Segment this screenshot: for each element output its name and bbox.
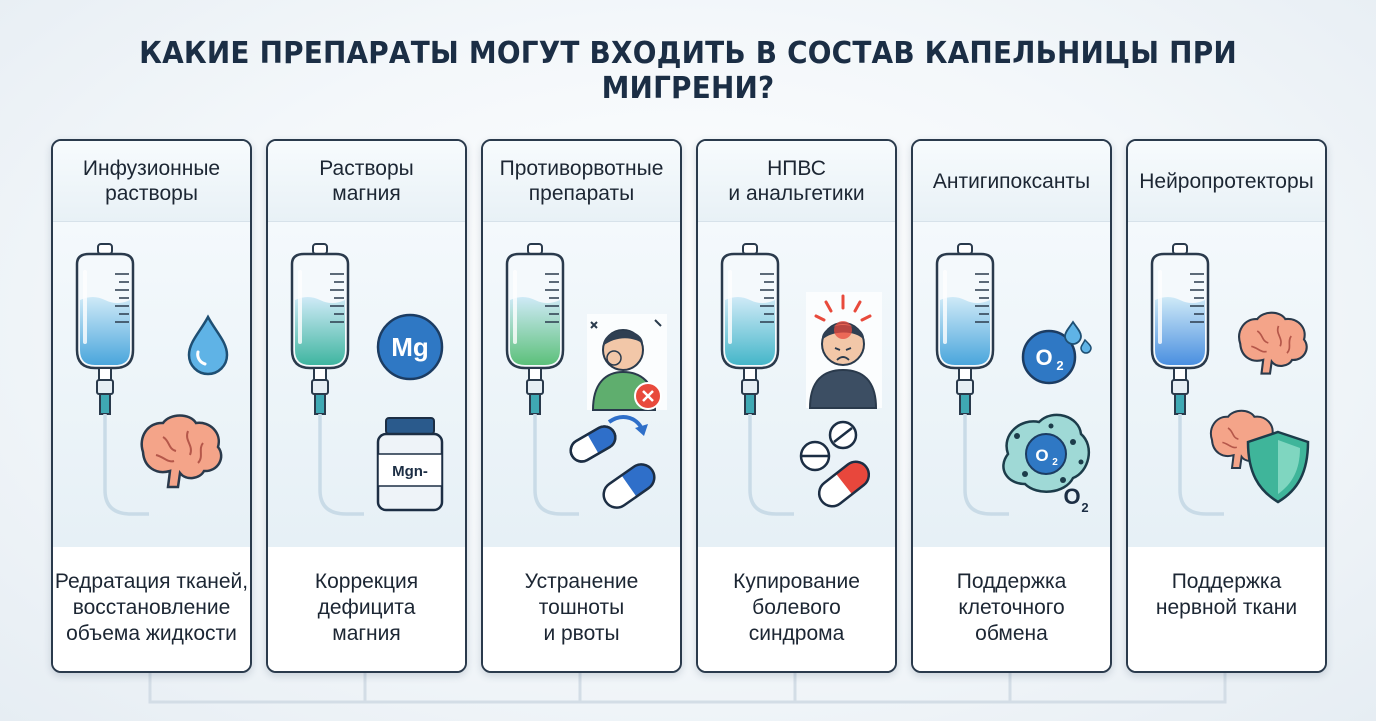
capsules-icon [569,415,656,509]
magnesium-symbol: Mg [391,332,429,362]
card-antiemetic-drugs: Противорвотные препараты [481,139,682,673]
pill-bottle-icon: Mgn- [376,417,444,512]
oxygen-label-subscript: 2 [1081,500,1088,515]
iv-bag-icon [1150,243,1224,516]
brain-icon [1238,311,1308,375]
headache-person-icon [806,292,882,409]
card-heading: Растворы магния [268,141,465,222]
iv-bag-icon [75,243,149,516]
pills-icon [799,420,871,508]
card-illustration: Mg Mgn- [268,222,465,547]
iv-bag-icon [720,243,794,516]
card-description: Поддержка нервной ткани [1128,548,1325,671]
brain-icon [140,414,223,489]
card-description: Устранение тошноты и рвоты [483,548,680,671]
cell-oxygen-symbol: O [1035,446,1048,465]
bottle-label: Mgn- [392,463,428,480]
oxygen-subscript: 2 [1056,358,1063,373]
card-description: Купирование болевого синдрома [698,548,895,671]
card-illustration [483,222,680,547]
card-heading: НПВС и анальгетики [698,141,895,222]
cell-oxygen-subscript: 2 [1052,457,1058,468]
card-antihypoxants: Антигипоксанты O 2 O 2 O 2 Поддержка кле… [911,139,1112,673]
card-description: Редратация тканей, восстановление объема… [53,548,250,671]
card-magnesium-solutions: Растворы магния Mg Mgn- Коррекция дефици… [266,139,467,673]
page-title: КАКИЕ ПРЕПАРАТЫ МОГУТ ВХОДИТЬ В СОСТАВ К… [139,36,1237,106]
oxygen-label: O [1063,484,1080,509]
card-heading: Антигипоксанты [913,141,1110,222]
iv-bag-icon [935,243,1009,516]
card-illustration [53,222,250,547]
brain-shield-icon [1210,409,1310,504]
oxygen-icon: O 2 [1021,320,1092,385]
card-illustration: O 2 O 2 O 2 [913,222,1110,547]
card-heading: Нейропротекторы [1128,141,1325,222]
card-nsaids-analgesics: НПВС и анальгетики Купирование болевого … [696,139,897,673]
oxygen-symbol: O [1035,345,1052,370]
card-infusion-solutions: Инфузионные растворы Редратация тканей, … [51,139,252,673]
card-description: Поддержка клеточного обмена [913,548,1110,671]
nausea-person-icon [587,314,667,411]
card-illustration [698,222,895,547]
card-illustration [1128,222,1325,547]
card-heading: Инфузионные растворы [53,141,250,222]
card-heading: Противорвотные препараты [483,141,680,222]
card-description: Коррекция дефицита магния [268,548,465,671]
iv-bag-icon [505,243,579,516]
water-drop-icon [187,314,229,376]
cell-oxygen-icon: O 2 O 2 [1002,413,1091,515]
magnesium-icon: Mg [376,313,444,381]
card-neuroprotectors: Нейропротекторы Поддержка нервной ткани [1126,139,1327,673]
iv-bag-icon [290,243,364,516]
